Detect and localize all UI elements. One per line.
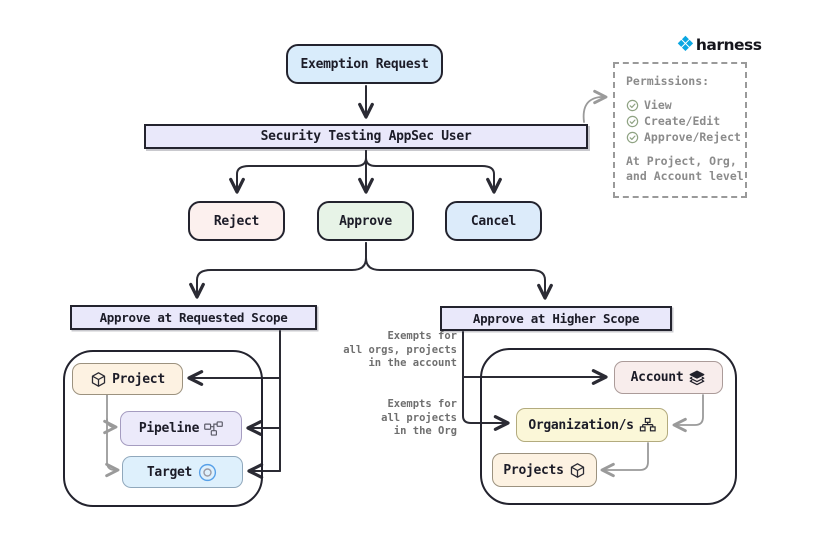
annotation-line: in the Org — [393, 425, 457, 437]
check-circle-icon — [626, 99, 639, 112]
annotation-line: in the account — [368, 357, 457, 369]
projects-node: Projects — [492, 453, 597, 487]
appsec-user-label: Security Testing AppSec User — [260, 129, 472, 144]
cube-icon — [569, 462, 586, 479]
permissions-title: Permissions: — [626, 74, 710, 88]
pipeline-label: Pipeline — [138, 421, 200, 436]
permission-item-label: Create/Edit — [644, 114, 721, 128]
org-exemption-annotation: Exempts for all projects in the Org — [317, 398, 457, 439]
appsec-user-bar: Security Testing AppSec User — [144, 124, 588, 149]
higher-scope-header: Approve at Higher Scope — [440, 306, 672, 331]
projects-label: Projects — [503, 462, 564, 478]
brand-wordmark: harness — [695, 35, 762, 54]
approve-node: Approve — [317, 201, 414, 241]
organizations-node: Organization/s — [516, 408, 668, 442]
permissions-scope-note-line: At Project, Org, — [626, 154, 737, 168]
organizations-label: Organization/s — [528, 417, 634, 433]
permission-item-approve-reject: Approve/Reject — [626, 129, 745, 145]
org-chart-icon — [639, 417, 656, 434]
permissions-panel: Permissions: View Create/Edit — [613, 62, 747, 198]
permissions-scope-note-line: and Account level — [626, 169, 744, 183]
cube-icon — [90, 371, 107, 388]
layers-icon — [688, 369, 706, 387]
reject-label: Reject — [213, 213, 260, 229]
cancel-node: Cancel — [445, 201, 542, 241]
check-circle-icon — [626, 115, 639, 128]
cancel-label: Cancel — [470, 213, 517, 229]
pipeline-graph-icon — [204, 421, 223, 436]
project-label: Project — [112, 371, 165, 387]
permission-item-view: View — [626, 97, 745, 113]
annotation-line: all projects — [381, 411, 457, 424]
requested-scope-header-label: Approve at Requested Scope — [99, 310, 288, 325]
annotation-line: Exempts for — [387, 330, 457, 342]
higher-scope-header-label: Approve at Higher Scope — [472, 311, 640, 326]
check-circle-icon — [626, 131, 639, 144]
account-node: Account — [614, 361, 723, 394]
annotation-line: Exempts for — [387, 398, 457, 410]
account-exemption-annotation: Exempts for all orgs, projects in the ac… — [317, 330, 457, 371]
target-circle-icon — [197, 462, 218, 483]
exemption-request-label: Exemption Request — [300, 56, 429, 72]
permission-item-create-edit: Create/Edit — [626, 113, 745, 129]
target-label: Target — [146, 464, 193, 480]
exemption-request-node: Exemption Request — [286, 44, 443, 84]
brand-logo: ❖ harness — [676, 32, 762, 56]
account-label: Account — [630, 370, 684, 385]
approve-label: Approve — [339, 213, 392, 229]
harness-logo-icon: ❖ — [676, 32, 695, 56]
annotation-line: all orgs, projects — [343, 343, 457, 356]
target-node: Target — [122, 456, 243, 488]
permission-item-label: Approve/Reject — [644, 130, 741, 144]
requested-scope-header: Approve at Requested Scope — [70, 305, 317, 330]
pipeline-node: Pipeline — [120, 411, 242, 446]
project-node: Project — [72, 363, 183, 395]
reject-node: Reject — [188, 201, 285, 241]
higher-scope-container — [480, 348, 737, 505]
permission-item-label: View — [644, 98, 672, 112]
